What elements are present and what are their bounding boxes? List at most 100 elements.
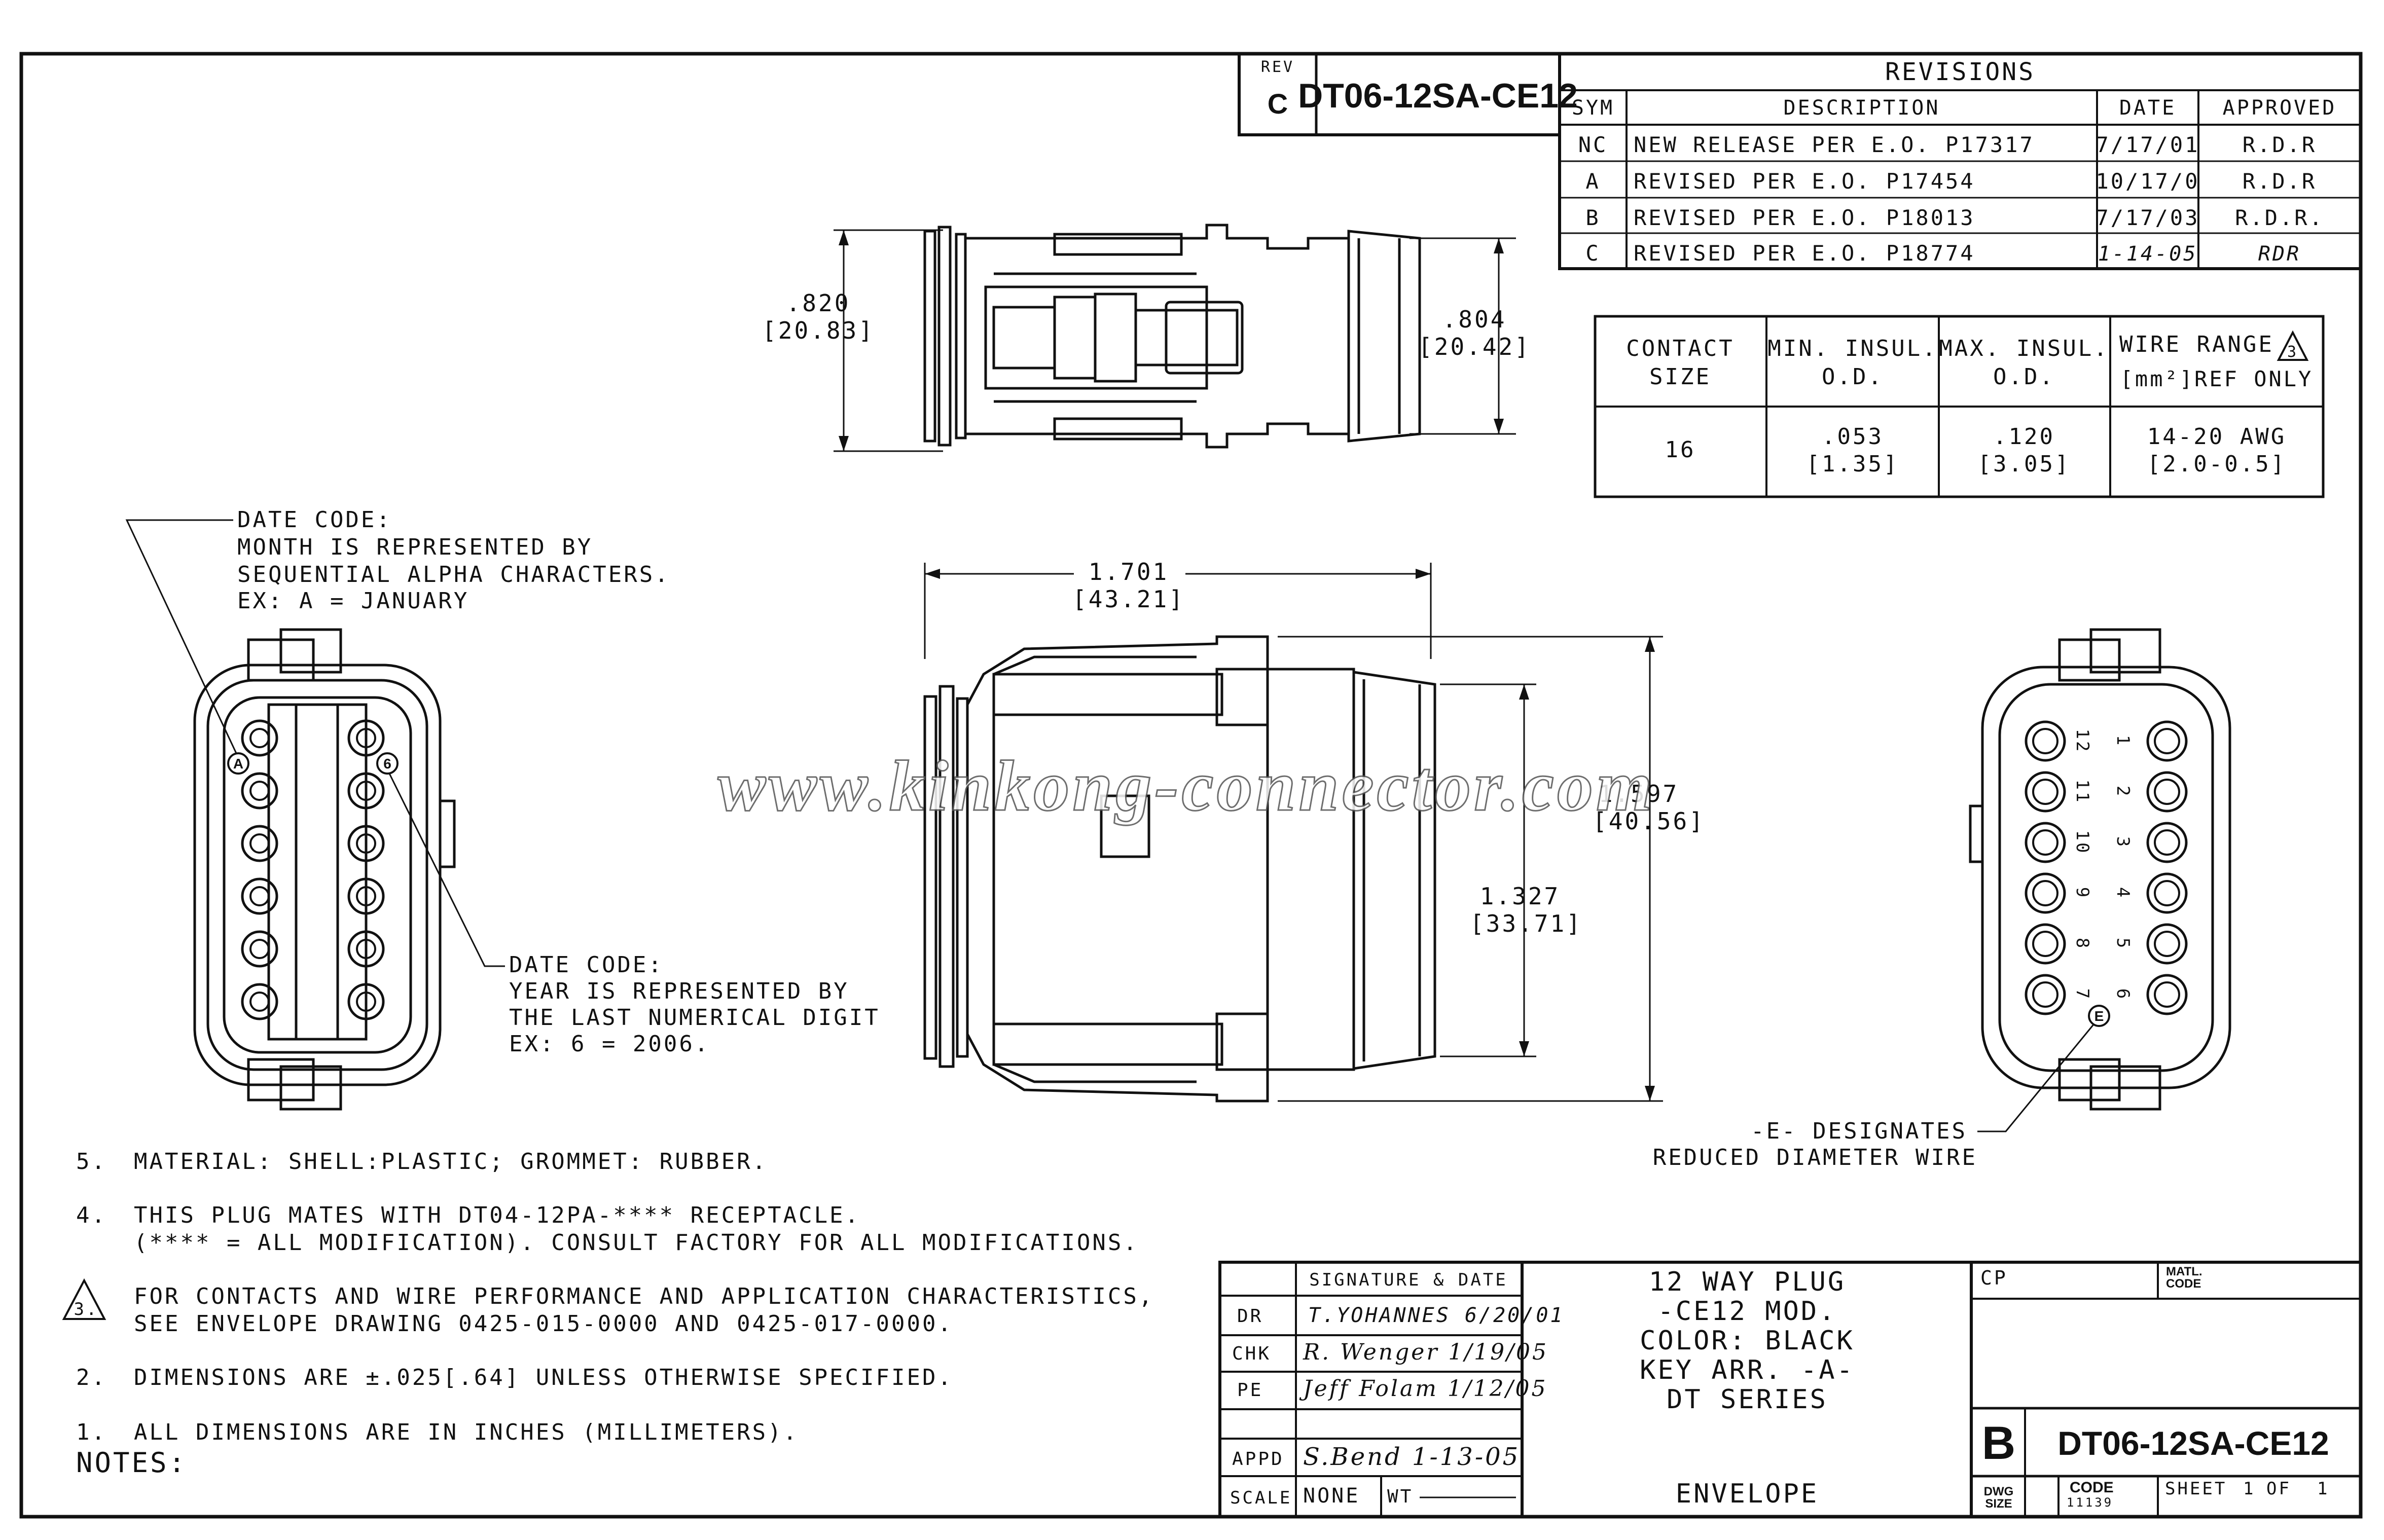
cavity [2146, 872, 2188, 914]
desc-line-3: COLOR: BLACK [1640, 1326, 1855, 1356]
wt-min-in: .053 [1822, 424, 1884, 450]
rev-date: 7/17/01 [2096, 132, 2199, 157]
wt-min-mm: [1.35] [1807, 451, 1899, 477]
cavity [2025, 720, 2066, 762]
wt-range-mm: [2.0-0.5] [2147, 451, 2286, 477]
dwg-size-label-1: DWG [1984, 1485, 2014, 1498]
role-dr: DR [1237, 1306, 1263, 1327]
sheet-label: SHEET [2165, 1479, 2227, 1499]
date-code-year-mark: 6 [383, 756, 391, 772]
wt-head-range-2: [mm²]REF ONLY [2120, 366, 2314, 391]
watermark: www.kinkong-connector.com [718, 746, 1655, 826]
desc-line-2: -CE12 MOD. [1657, 1296, 1836, 1327]
cavity [241, 930, 278, 968]
rev-approved: R.D.R. [2235, 205, 2324, 230]
rev-approved: R.D.R [2243, 169, 2317, 194]
dim-length-mm: [43.21] [1072, 585, 1185, 613]
cavity [2146, 923, 2188, 965]
wt-contact-size: 16 [1665, 437, 1696, 463]
rev-sym: NC [1578, 132, 1608, 157]
cavity [2146, 720, 2188, 762]
dimension-height-outer: 1.597 [40.56] [1278, 636, 1705, 1102]
scale-label: SCALE [1230, 1488, 1292, 1508]
dim-top-left-in: .820 [786, 289, 851, 317]
rev-sym: C [1585, 241, 1600, 266]
note-ref-triangle-icon [2277, 330, 2309, 361]
rev-approved: RDR [2258, 242, 2301, 266]
cavity-number: 9 [2072, 887, 2092, 899]
wt-head-range-1: WIRE RANGE [2119, 332, 2274, 357]
wt-label: WT [1387, 1486, 1413, 1507]
role-pe: PE [1237, 1380, 1263, 1401]
rev-date: 10/17/0 [2096, 169, 2199, 194]
note-5-line-1: MATERIAL: SHELL:PLASTIC; GROMMET: RUBBER… [134, 1149, 768, 1175]
rev-description: NEW RELEASE PER E.O. P17317 [1634, 132, 2035, 157]
date-code-year-line-4: EX: 6 = 2006. [509, 1031, 710, 1057]
wt-head-min-2: O.D. [1822, 364, 1884, 390]
note-4-line-1: THIS PLUG MATES WITH DT04-12PA-**** RECE… [134, 1202, 860, 1228]
revisions-table: REVISIONS SYM DESCRIPTION DATE APPROVED … [1558, 52, 2362, 270]
note-2-line-1: DIMENSIONS ARE ±.025[.64] UNLESS OTHERWI… [134, 1365, 953, 1390]
dim-length-in: 1.701 [1089, 558, 1169, 585]
dimension-length: 1.701 [43.21] [924, 558, 1432, 659]
dimension-height-inner: 1.327 [33.71] [1440, 683, 1580, 1057]
date-code-month-line-4: EX: A = JANUARY [237, 588, 469, 614]
notes-title: NOTES: [76, 1447, 187, 1479]
rev-sym: B [1585, 205, 1600, 230]
of-label: OF [2266, 1479, 2291, 1499]
rev-description: REVISED PER E.O. P18013 [1634, 205, 1975, 230]
wt-head-contact-2: SIZE [1649, 364, 1711, 390]
matl-code-1: MATL. [2166, 1265, 2202, 1278]
cavity [347, 983, 385, 1020]
cavity-number: 2 [2113, 786, 2133, 798]
envelope-label: ENVELOPE [1676, 1479, 1819, 1509]
rev-date: 7/17/03 [2096, 205, 2199, 230]
date-code-marker-month: A [227, 752, 249, 775]
role-chk: CHK [1232, 1343, 1271, 1364]
rear-view-drawing [193, 628, 456, 1111]
date-code-month-line-2: MONTH IS REPRESENTED BY [237, 534, 593, 560]
reduced-wire-line-2: REDUCED DIAMETER WIRE [1653, 1145, 1977, 1170]
wt-head-max-2: O.D. [1993, 364, 2055, 390]
date-code-year-line-3: THE LAST NUMERICAL DIGIT [509, 1005, 880, 1031]
top-view-drawing [923, 224, 1421, 449]
rev-header-sym: SYM [1572, 96, 1614, 120]
cp-label: CP [1980, 1267, 2008, 1289]
sheet-value: 1 [2243, 1479, 2255, 1499]
sig-chk: R. Wenger 1/19/05 [1303, 1339, 1548, 1365]
wire-table: CONTACT SIZE MIN. INSUL. O.D. MAX. INSUL… [1594, 315, 2325, 498]
cavity [2025, 974, 2066, 1015]
desc-line-1: 12 WAY PLUG [1649, 1267, 1846, 1297]
wt-head-max-1: MAX. INSUL. [1939, 336, 2109, 361]
cavity [241, 983, 278, 1020]
rev-sym: A [1585, 169, 1600, 194]
wt-head-contact-1: CONTACT [1626, 336, 1734, 361]
note-2-num: 2. [76, 1365, 107, 1390]
cavity-number: 7 [2072, 988, 2092, 1001]
dwg-size-label-2: SIZE [1985, 1497, 2012, 1511]
note-1-line-1: ALL DIMENSIONS ARE IN INCHES (MILLIMETER… [134, 1419, 799, 1445]
rev-label: REV [1261, 58, 1294, 76]
cavity [241, 719, 278, 757]
dim-height-outer-in: 1.597 [1599, 780, 1679, 808]
date-code-year-callout: DATE CODE: YEAR IS REPRESENTED BY THE LA… [388, 773, 880, 1057]
revisions-title: REVISIONS [1885, 58, 2035, 86]
dim-height-outer-mm: [40.56] [1593, 808, 1705, 835]
wt-head-min-1: MIN. INSUL. [1767, 336, 1937, 361]
dwg-size-value: B [1982, 1417, 2015, 1469]
code-label: CODE [2070, 1479, 2114, 1496]
cavity [2146, 771, 2188, 813]
note-1-num: 1. [76, 1419, 107, 1445]
role-appd: APPD [1232, 1449, 1284, 1470]
cavity [2025, 822, 2066, 863]
cavity [347, 930, 385, 968]
rear-cavities [241, 719, 385, 1020]
rev-header-approved: APPROVED [2223, 96, 2337, 120]
e-marker-label: E [2094, 1008, 2104, 1024]
date-code-marker-year: 6 [376, 752, 399, 775]
notes-block: 5. MATERIAL: SHELL:PLASTIC; GROMMET: RUB… [62, 1149, 1152, 1479]
cavity-number: 4 [2113, 887, 2133, 899]
cavity [241, 825, 278, 862]
